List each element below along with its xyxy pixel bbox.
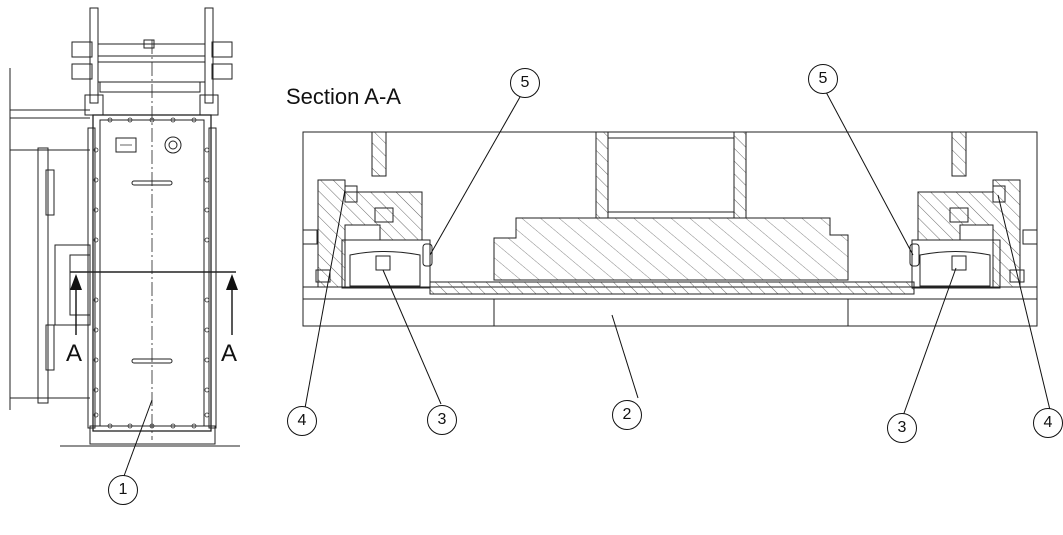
- side-view: [9, 7, 240, 447]
- callout-2: 2: [612, 400, 642, 430]
- callout-1: 1: [108, 475, 138, 505]
- section-arrow-right: [226, 274, 238, 335]
- callout-4-right: 4: [1033, 408, 1063, 438]
- leader-lines: [123, 91, 1051, 477]
- callout-4-left: 4: [287, 406, 317, 436]
- callout-3-right: 3: [887, 413, 917, 443]
- side-view-bolts: [93, 117, 210, 429]
- callout-5-right: 5: [808, 64, 838, 94]
- section-title: Section A-A: [286, 84, 401, 109]
- section-mark-right: A: [221, 340, 238, 367]
- section-arrow-left: [70, 274, 82, 335]
- section-mark-left: A: [66, 340, 83, 367]
- callout-3-left: 3: [427, 405, 457, 435]
- section-view: [302, 131, 1038, 327]
- callout-5-left: 5: [510, 68, 540, 98]
